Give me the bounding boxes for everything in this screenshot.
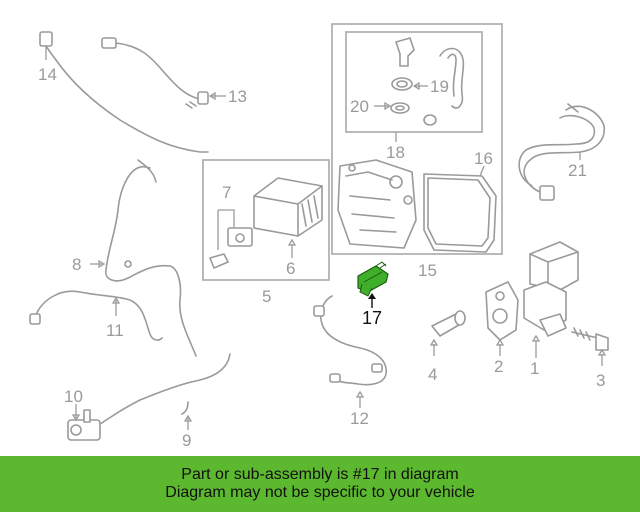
part-10-valve[interactable]	[67, 353, 231, 441]
callout-4: 4	[428, 365, 437, 384]
callout-7: 7	[222, 183, 231, 202]
callout-15: 15	[418, 261, 437, 280]
part-1-valve[interactable]	[523, 241, 579, 358]
callout-9: 9	[182, 431, 191, 450]
part-13-sensor[interactable]	[101, 37, 226, 109]
callout-2: 2	[494, 357, 503, 376]
banner-line-2: Diagram may not be specific to your vehi…	[165, 484, 475, 501]
group-box-5	[202, 159, 330, 281]
callout-10: 10	[64, 387, 83, 406]
part-3-bolt[interactable]	[571, 327, 609, 366]
callout-6: 6	[286, 259, 295, 278]
part-6-canister[interactable]	[253, 177, 323, 258]
part-19-grommet[interactable]	[391, 37, 428, 91]
callout-11: 11	[106, 321, 124, 340]
callout-3: 3	[596, 371, 605, 390]
callout-5: 5	[262, 287, 271, 306]
part-2-gasket[interactable]	[485, 281, 519, 356]
callout-18: 18	[386, 143, 405, 162]
part-20-oring[interactable]	[374, 101, 410, 114]
part-7-valve[interactable]	[209, 209, 253, 269]
callout-8: 8	[72, 255, 81, 274]
part-8-harness[interactable]	[90, 159, 197, 357]
callout-17: 17	[362, 308, 382, 328]
banner-line-1: Part or sub-assembly is #17 in diagram	[181, 466, 459, 483]
part-21-tube[interactable]	[518, 103, 605, 201]
part-14-sensor[interactable]	[39, 31, 209, 153]
callout-14: 14	[38, 65, 57, 84]
part-11-harness[interactable]	[29, 290, 163, 341]
callout-12: 12	[350, 409, 369, 428]
group-box-15	[331, 23, 503, 255]
callout-1: 1	[530, 359, 539, 378]
group-box-18	[345, 31, 483, 133]
parts-diagram: 14 13 8 11 10 9	[29, 23, 609, 450]
part-4-fitting[interactable]	[429, 310, 466, 356]
callout-16: 16	[474, 149, 493, 168]
part-17-bolt[interactable]	[357, 261, 389, 297]
part-16-gasket[interactable]	[423, 165, 497, 253]
part-15-cover[interactable]	[337, 159, 417, 249]
info-banner: Part or sub-assembly is #17 in diagram D…	[0, 456, 640, 512]
callout-20: 20	[350, 97, 369, 116]
part-12-harness[interactable]	[313, 295, 387, 408]
part-9-hose[interactable]	[181, 401, 193, 430]
callout-13: 13	[228, 87, 247, 106]
callout-21: 21	[568, 161, 587, 180]
part-18-hose[interactable]	[423, 47, 465, 126]
callout-19: 19	[430, 77, 449, 96]
arrow-17	[368, 293, 376, 299]
